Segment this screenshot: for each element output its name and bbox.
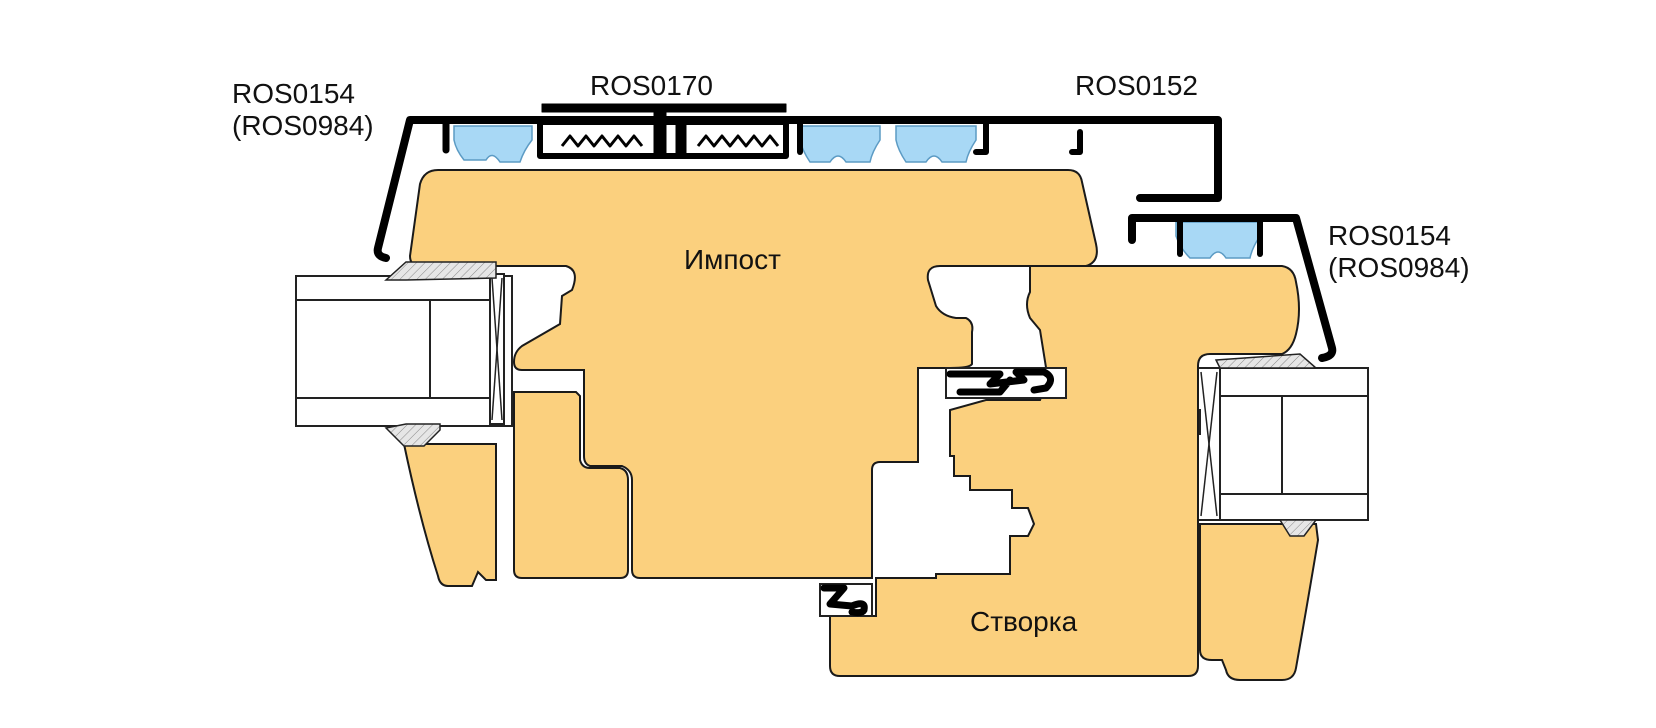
wood-sash [829, 265, 1300, 677]
label-ros0154-left-line2: (ROS0984) [232, 110, 374, 141]
wood-right-bead [1199, 523, 1320, 681]
gasket-middle [945, 367, 1067, 399]
wood-left-bead [402, 443, 497, 587]
glass-unit-left [295, 273, 513, 427]
label-ros0154-left-line1: ROS0154 [232, 78, 355, 109]
label-ros0152: ROS0152 [1075, 70, 1198, 101]
profile-ros0170 [537, 103, 789, 159]
seal-group-top [453, 125, 1261, 259]
label-ros0154-right: ROS0154 (ROS0984) [1328, 220, 1470, 284]
wood-impost [408, 169, 1098, 579]
profile-ros0154-right [1128, 214, 1337, 362]
profile-ros0154-left [373, 116, 450, 262]
label-impost: Импост [684, 244, 781, 275]
label-sash: Створка [970, 606, 1078, 637]
sealant-right-bottom [1278, 519, 1318, 537]
sealant-left-bottom [384, 423, 441, 447]
label-ros0154-left: ROS0154 (ROS0984) [232, 78, 374, 142]
sealant-right-top [1214, 353, 1318, 369]
gasket-bottom [819, 583, 873, 617]
seal-top-2 [799, 125, 881, 163]
wood-left-stop [513, 391, 629, 579]
label-ros0154-right-line2: (ROS0984) [1328, 252, 1470, 283]
profile-ros0152 [442, 116, 1222, 202]
sealant-left-top [384, 261, 497, 281]
seal-top-1 [453, 125, 533, 163]
glass-unit-right [1175, 367, 1369, 521]
label-ros0154-right-line1: ROS0154 [1328, 220, 1451, 251]
seal-right [1175, 221, 1261, 259]
seal-top-3 [895, 125, 977, 163]
label-ros0170: ROS0170 [590, 70, 713, 101]
